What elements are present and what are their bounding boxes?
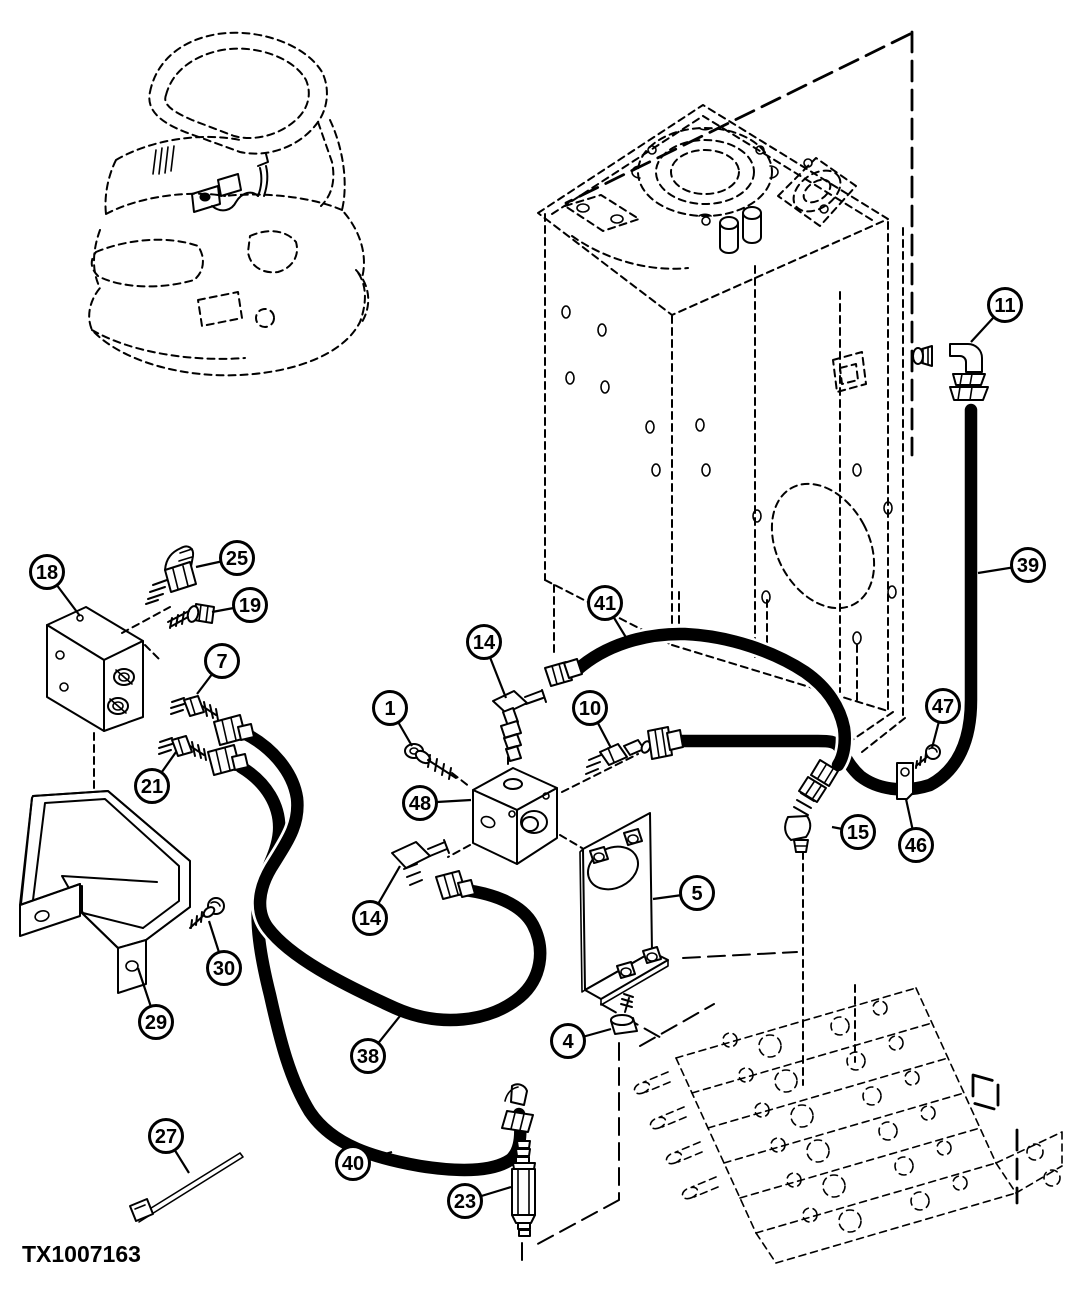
callout-label: 5	[691, 883, 702, 905]
callout-14-bottom[interactable]: 14	[352, 900, 388, 936]
callout-label: 25	[226, 548, 248, 570]
callout-23[interactable]: 23	[447, 1183, 483, 1219]
callout-label: 15	[847, 822, 869, 844]
callout-label: 40	[342, 1153, 364, 1175]
hose-38-end-fitting	[435, 870, 476, 900]
installed-hose-kit	[152, 145, 269, 213]
fitting-21	[158, 735, 207, 761]
callout-label: 46	[905, 835, 927, 857]
tank-access-hole	[770, 482, 876, 610]
hose-end-fittings-block18	[207, 714, 255, 776]
callout-47[interactable]: 47	[925, 688, 961, 724]
hose-40-end-elbow	[501, 1083, 534, 1133]
callout-label: 4	[562, 1031, 574, 1053]
clamp-46	[896, 762, 914, 800]
callout-label: 1	[384, 698, 395, 720]
callout-label: 23	[454, 1191, 476, 1213]
manifold-spool-caps	[722, 1000, 1061, 1233]
projection-lines	[553, 584, 858, 701]
callout-5[interactable]: 5	[679, 875, 715, 911]
callout-21[interactable]: 21	[134, 768, 170, 804]
tank-face-holes	[561, 305, 897, 645]
hose-38	[235, 724, 550, 1029]
callout-label: 7	[216, 651, 227, 673]
mounting-bracket-29	[19, 790, 191, 994]
fitting-7	[170, 695, 219, 721]
callout-39[interactable]: 39	[1010, 547, 1046, 583]
filler-cap	[631, 127, 779, 226]
callout-label: 39	[1017, 555, 1039, 577]
callout-46[interactable]: 46	[898, 827, 934, 863]
cable-tie-27	[129, 1152, 244, 1223]
callout-1[interactable]: 1	[372, 690, 408, 726]
callout-18[interactable]: 18	[29, 554, 65, 590]
valve-block-18	[46, 606, 171, 861]
callout-label: 47	[932, 696, 954, 718]
elbow-fitting-11	[912, 343, 989, 401]
callout-48[interactable]: 48	[402, 785, 438, 821]
elbow-fitting-14-bottom	[391, 839, 450, 886]
callout-40[interactable]: 40	[335, 1145, 371, 1181]
callout-19[interactable]: 19	[232, 587, 268, 623]
fitting-23	[511, 1140, 536, 1237]
callout-38[interactable]: 38	[350, 1038, 386, 1074]
callout-label: 19	[239, 595, 261, 617]
callout-10[interactable]: 10	[572, 690, 608, 726]
callout-label: 48	[409, 793, 431, 815]
bolt-1	[404, 743, 457, 780]
callout-label: 29	[145, 1012, 167, 1034]
callout-14-top[interactable]: 14	[466, 624, 502, 660]
elbow-fitting-10	[585, 739, 652, 775]
callout-41[interactable]: 41	[587, 585, 623, 621]
callout-label: 18	[36, 562, 58, 584]
callout-label: 41	[594, 593, 616, 615]
screw-30	[189, 897, 225, 929]
tank-flange	[777, 157, 857, 227]
elbow-fitting-25	[145, 545, 197, 605]
callout-label: 14	[473, 632, 496, 654]
phantom-line	[564, 32, 912, 205]
callout-label: 14	[359, 908, 382, 930]
bolt-19	[167, 603, 215, 629]
callout-label: 11	[994, 295, 1015, 317]
machine-inset	[88, 31, 370, 377]
control-valve-manifold	[633, 987, 1063, 1264]
callout-label: 38	[357, 1046, 379, 1068]
callout-4[interactable]: 4	[550, 1023, 586, 1059]
elbow-fitting-14-top	[492, 689, 547, 762]
plate-nuts	[589, 828, 662, 979]
valve-48	[447, 732, 639, 865]
callout-15[interactable]: 15	[840, 814, 876, 850]
callout-7[interactable]: 7	[204, 643, 240, 679]
callout-label: 10	[579, 698, 601, 720]
hose-41	[568, 624, 854, 774]
bolt-4	[610, 993, 638, 1035]
figure-code: TX1007163	[22, 1241, 141, 1267]
hose-39	[661, 401, 980, 799]
tank-ports	[719, 206, 762, 254]
elbow-fitting-15	[784, 759, 839, 853]
hose-39-end-fitting	[647, 726, 684, 760]
plate-5	[579, 812, 669, 1006]
callout-30[interactable]: 30	[206, 950, 242, 986]
callout-25[interactable]: 25	[219, 540, 255, 576]
screw-47	[915, 744, 941, 769]
callout-label: 30	[213, 958, 235, 980]
callout-29[interactable]: 29	[138, 1004, 174, 1040]
callout-27[interactable]: 27	[148, 1118, 184, 1154]
bracket-tab	[117, 939, 147, 994]
tank-top-plate	[564, 194, 640, 232]
callout-label: 21	[141, 776, 163, 798]
callout-label: 27	[155, 1126, 177, 1148]
hose-41-end-fitting	[544, 658, 583, 687]
callout-11[interactable]: 11	[987, 287, 1023, 323]
manifold-side-ports	[633, 1071, 719, 1200]
